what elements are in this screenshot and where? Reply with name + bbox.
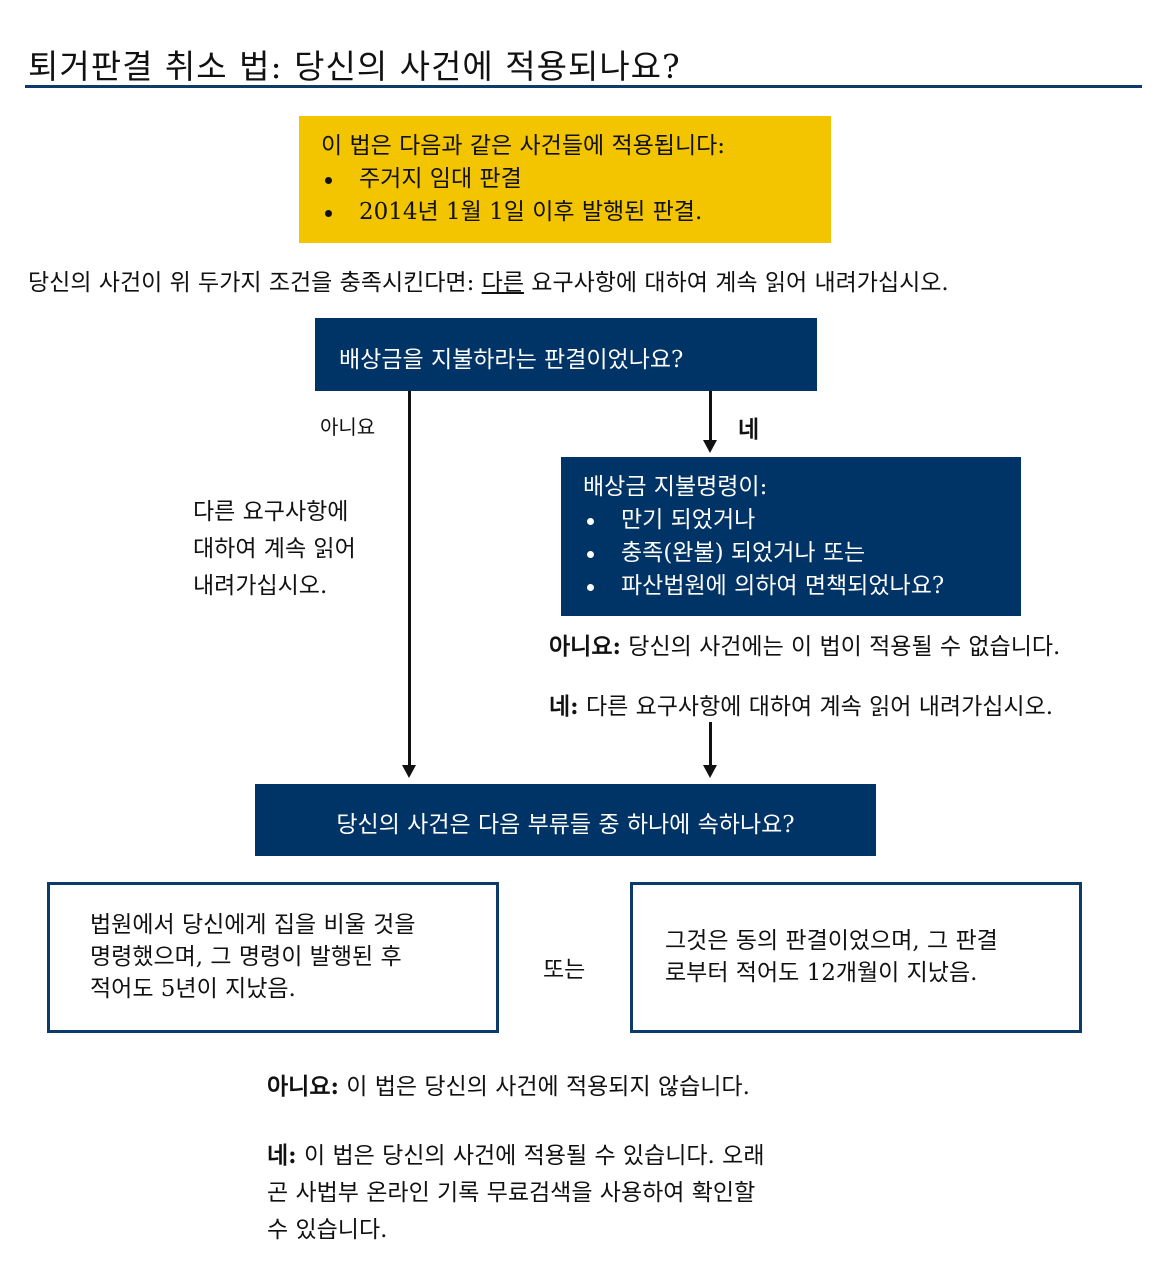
question-category: 당신의 사건은 다음 부류들 중 하나에 속하나요?	[255, 784, 876, 856]
text-line: 그것은 동의 판결이었으며, 그 판결	[665, 928, 998, 954]
question-category-text: 당신의 사건은 다음 부류들 중 하나에 속하나요?	[336, 812, 795, 838]
yes-label: 네:	[549, 693, 579, 720]
page-title: 퇴거판결 취소 법: 당신의 사건에 적용되나요?	[28, 47, 681, 86]
text-line: 수 있습니다.	[267, 1217, 388, 1243]
text-line: 적어도 5년이 지났음.	[90, 976, 296, 1002]
q2-heading: 배상금 지불명령이:	[583, 474, 768, 500]
text-line: 대하여 계속 읽어	[193, 536, 356, 562]
q2-yes-answer: 네: 다른 요구사항에 대하여 계속 읽어 내려가십시오.	[549, 687, 1053, 721]
no-label: 아니요:	[267, 1073, 339, 1100]
q2-item: 파산법원에 의하여 면책되었나요?	[583, 570, 999, 603]
applies-heading: 이 법은 다음과 같은 사건들에 적용됩니다:	[321, 133, 726, 159]
no-text: 이 법은 당신의 사건에 적용되지 않습니다.	[338, 1074, 750, 1100]
final-yes-answer: 네: 이 법은 당신의 사건에 적용될 수 있습니다. 오래 곤 사법부 온라인…	[267, 1137, 765, 1249]
arrow-down-icon	[402, 765, 416, 778]
intro-before: 당신의 사건이 위 두가지 조건을 충족시킨다면:	[28, 270, 482, 296]
intro-text: 당신의 사건이 위 두가지 조건을 충족시킨다면: 다른 요구사항에 대하여 계…	[28, 263, 949, 297]
applies-item: 주거지 임대 판결	[321, 163, 809, 196]
left-continue-text: 다른 요구사항에 대하여 계속 읽어 내려가십시오.	[193, 494, 356, 605]
applies-item: 2014년 1월 1일 이후 발행된 판결.	[321, 196, 809, 229]
text-line: 로부터 적어도 12개월이 지났음.	[665, 960, 978, 986]
option-b-box: 그것은 동의 판결이었으며, 그 판결 로부터 적어도 12개월이 지났음.	[630, 882, 1082, 1033]
arrow-down-icon	[703, 765, 717, 778]
intro-after: 요구사항에 대하여 계속 읽어 내려가십시오.	[523, 270, 949, 296]
question-payment-order: 배상금 지불명령이: 만기 되었거나 충족(완불) 되었거나 또는 파산법원에 …	[561, 457, 1021, 616]
title-divider	[25, 85, 1142, 88]
arrow-no-line	[408, 391, 411, 766]
q1-no-label: 아니요	[320, 415, 376, 439]
final-no-answer: 아니요: 이 법은 당신의 사건에 적용되지 않습니다.	[267, 1067, 750, 1101]
no-text: 당신의 사건에는 이 법이 적용될 수 없습니다.	[620, 634, 1061, 660]
text-line: 다른 요구사항에	[193, 499, 349, 525]
question-damages-text: 배상금을 지불하라는 판결이었나요?	[339, 347, 684, 373]
intro-underlined: 다른	[481, 270, 524, 296]
q2-item: 만기 되었거나	[583, 504, 999, 537]
applies-box: 이 법은 다음과 같은 사건들에 적용됩니다: 주거지 임대 판결 2014년 …	[299, 116, 831, 243]
yes-text: 다른 요구사항에 대하여 계속 읽어 내려가십시오.	[578, 694, 1054, 720]
arrow-yes-line	[709, 391, 712, 441]
option-a-box: 법원에서 당신에게 집을 비울 것을 명령했으며, 그 명령이 발행된 후 적어…	[47, 882, 499, 1033]
text-line: 명령했으며, 그 명령이 발행된 후	[90, 944, 402, 970]
text-line: 내려가십시오.	[193, 573, 328, 599]
text-line: 법원에서 당신에게 집을 비울 것을	[90, 912, 416, 938]
q2-no-answer: 아니요: 당신의 사건에는 이 법이 적용될 수 없습니다.	[549, 627, 1060, 661]
or-label: 또는	[543, 957, 586, 983]
yes-label: 네:	[267, 1142, 297, 1169]
q2-item: 충족(완불) 되었거나 또는	[583, 537, 999, 570]
no-label: 아니요:	[549, 633, 621, 660]
q1-yes-label: 네	[738, 416, 760, 443]
text-line: 이 법은 당신의 사건에 적용될 수 있습니다. 오래	[296, 1143, 765, 1169]
question-damages: 배상금을 지불하라는 판결이었나요?	[315, 318, 817, 391]
text-line: 곤 사법부 온라인 기록 무료검색을 사용하여 확인할	[267, 1180, 756, 1206]
arrow-down-icon	[703, 440, 717, 453]
arrow-continue-line	[709, 722, 712, 766]
